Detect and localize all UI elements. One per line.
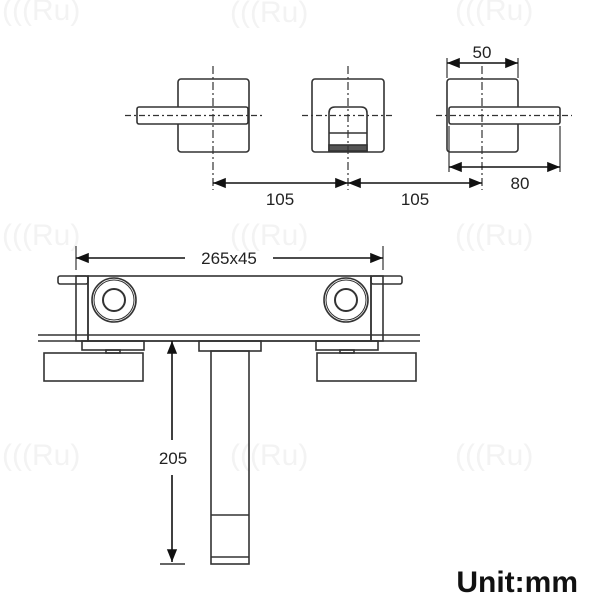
dim-spout-length: 205 bbox=[159, 449, 187, 468]
watermarks: (((Ru) (((Ru) (((Ru) (((Ru) (((Ru) (((Ru… bbox=[2, 0, 533, 472]
svg-text:(((Ru): (((Ru) bbox=[230, 439, 308, 472]
unit-label: Unit:mm bbox=[456, 566, 578, 599]
dim-lever-length: 80 bbox=[511, 174, 530, 193]
svg-text:(((Ru): (((Ru) bbox=[455, 0, 533, 27]
dim-body-size: 265x45 bbox=[201, 249, 257, 268]
svg-text:(((Ru): (((Ru) bbox=[2, 219, 80, 252]
svg-text:(((Ru): (((Ru) bbox=[2, 439, 80, 472]
center-spout-top bbox=[302, 66, 392, 190]
left-handle-top bbox=[125, 66, 262, 190]
svg-text:(((Ru): (((Ru) bbox=[230, 219, 308, 252]
svg-text:(((Ru): (((Ru) bbox=[455, 219, 533, 252]
top-view bbox=[125, 57, 572, 190]
dim-handle-width: 50 bbox=[473, 43, 492, 62]
front-view bbox=[38, 246, 420, 565]
svg-text:(((Ru): (((Ru) bbox=[2, 0, 80, 27]
dim-left-spacing: 105 bbox=[266, 190, 294, 209]
svg-text:(((Ru): (((Ru) bbox=[230, 0, 308, 29]
right-handle-top bbox=[436, 66, 572, 190]
dim-right-spacing: 105 bbox=[401, 190, 429, 209]
svg-text:(((Ru): (((Ru) bbox=[455, 439, 533, 472]
